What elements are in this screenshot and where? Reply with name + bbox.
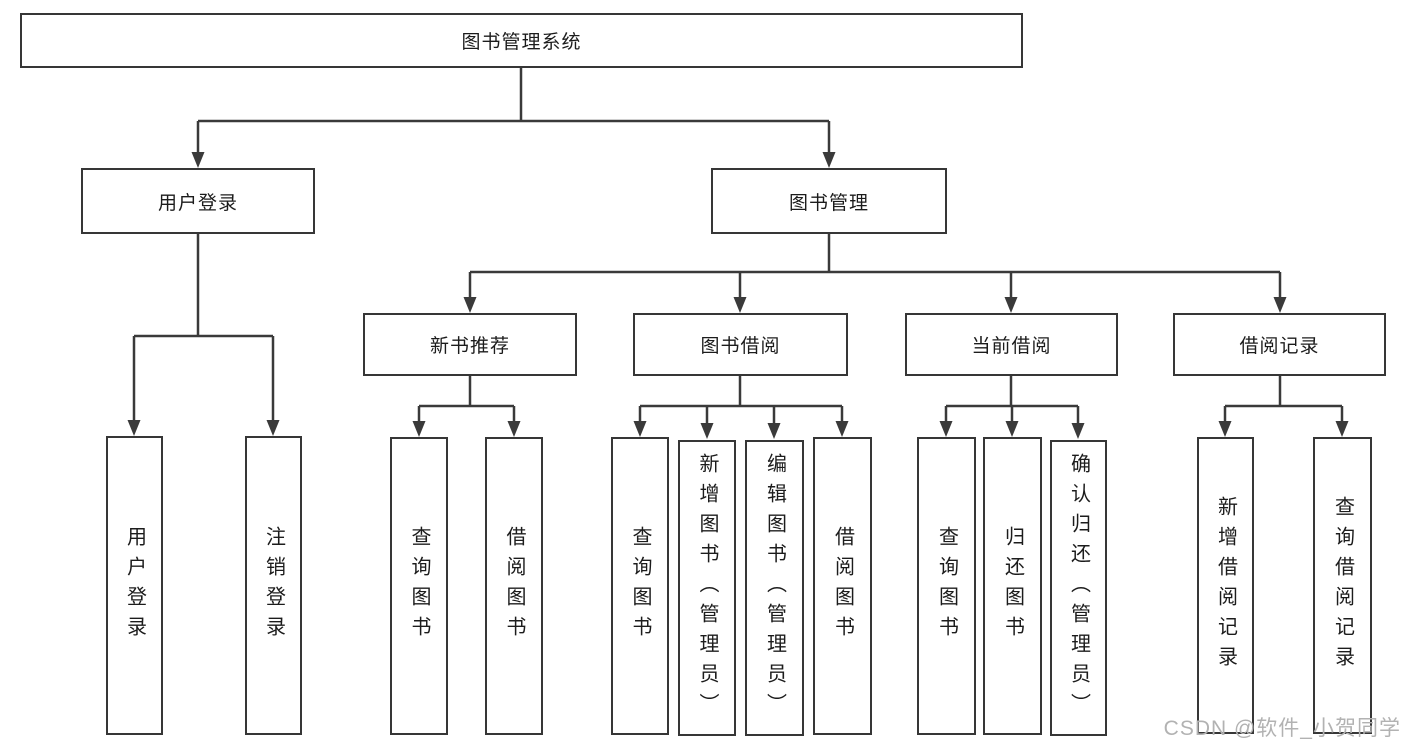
leaf-query-books-1: 查询图书	[390, 437, 448, 735]
node-label: 借阅图书	[503, 526, 525, 646]
arrowhead	[1004, 297, 1018, 313]
leaf-edit-books-admin: 编辑图书（管理员）	[745, 440, 804, 736]
arrowhead	[1071, 423, 1085, 439]
leaf-borrow-books-2: 借阅图书	[813, 437, 872, 735]
node-label: 图书管理系统	[461, 32, 582, 53]
arrowhead	[127, 420, 141, 436]
node-borrowing-records: 借阅记录	[1173, 313, 1386, 376]
leaf-add-borrow-record: 新增借阅记录	[1197, 437, 1254, 734]
node-label: 查询借阅记录	[1331, 495, 1354, 676]
leaf-user-login: 用户登录	[106, 436, 163, 735]
arrowhead	[412, 421, 426, 437]
arrowhead	[1273, 297, 1287, 313]
connector-path	[132, 68, 1344, 423]
node-book-management-group: 图书管理	[711, 168, 947, 234]
leaf-query-borrow-record: 查询借阅记录	[1313, 437, 1372, 734]
node-label: 借阅图书	[831, 526, 854, 646]
node-label: 用户登录	[157, 192, 238, 214]
arrowhead	[835, 421, 849, 437]
leaf-borrow-books-1: 借阅图书	[485, 437, 543, 735]
node-label: 注销登录	[262, 525, 285, 646]
node-new-book-recommend: 新书推荐	[363, 313, 577, 376]
node-label: 查询图书	[629, 526, 651, 646]
node-label: 编辑图书（管理员）	[763, 453, 786, 723]
arrowhead	[266, 420, 280, 436]
node-label: 新增借阅记录	[1214, 495, 1237, 676]
arrowheads	[127, 152, 1349, 439]
arrowhead	[939, 421, 953, 437]
node-label: 归还图书	[1001, 526, 1024, 646]
node-label: 用户登录	[123, 525, 146, 646]
node-user-login-group: 用户登录	[81, 168, 315, 234]
node-current-borrowing: 当前借阅	[905, 313, 1118, 376]
arrowhead	[1218, 421, 1232, 437]
node-book-borrowing: 图书借阅	[633, 313, 848, 376]
node-root-system: 图书管理系统	[20, 13, 1023, 68]
csdn-watermark: CSDN @软件_小贺同学	[1163, 717, 1401, 740]
arrowhead	[507, 421, 521, 437]
arrowhead	[733, 297, 747, 313]
node-label: 新书推荐	[429, 336, 510, 357]
arrowhead	[633, 421, 647, 437]
leaf-confirm-return-admin: 确认归还（管理员）	[1050, 440, 1107, 736]
arrowhead	[822, 152, 836, 168]
leaf-return-books: 归还图书	[983, 437, 1042, 735]
arrowhead	[191, 152, 205, 168]
arrowhead	[463, 297, 477, 313]
node-label: 查询图书	[408, 526, 430, 646]
arrowhead	[1335, 421, 1349, 437]
arrowhead	[700, 423, 714, 439]
node-label: 查询图书	[935, 526, 958, 646]
node-label: 新增图书（管理员）	[696, 453, 718, 723]
node-label: 确认归还（管理员）	[1067, 453, 1090, 723]
arrowhead	[1005, 421, 1019, 437]
node-label: 当前借阅	[971, 336, 1052, 357]
leaf-add-books-admin: 新增图书（管理员）	[678, 440, 736, 736]
leaf-logout: 注销登录	[245, 436, 302, 735]
leaf-query-books-2: 查询图书	[611, 437, 669, 735]
node-label: 图书管理	[788, 192, 869, 214]
node-label: 图书借阅	[700, 336, 781, 357]
node-label: 借阅记录	[1239, 336, 1320, 357]
leaf-query-books-3: 查询图书	[917, 437, 976, 735]
arrowhead	[767, 423, 781, 439]
